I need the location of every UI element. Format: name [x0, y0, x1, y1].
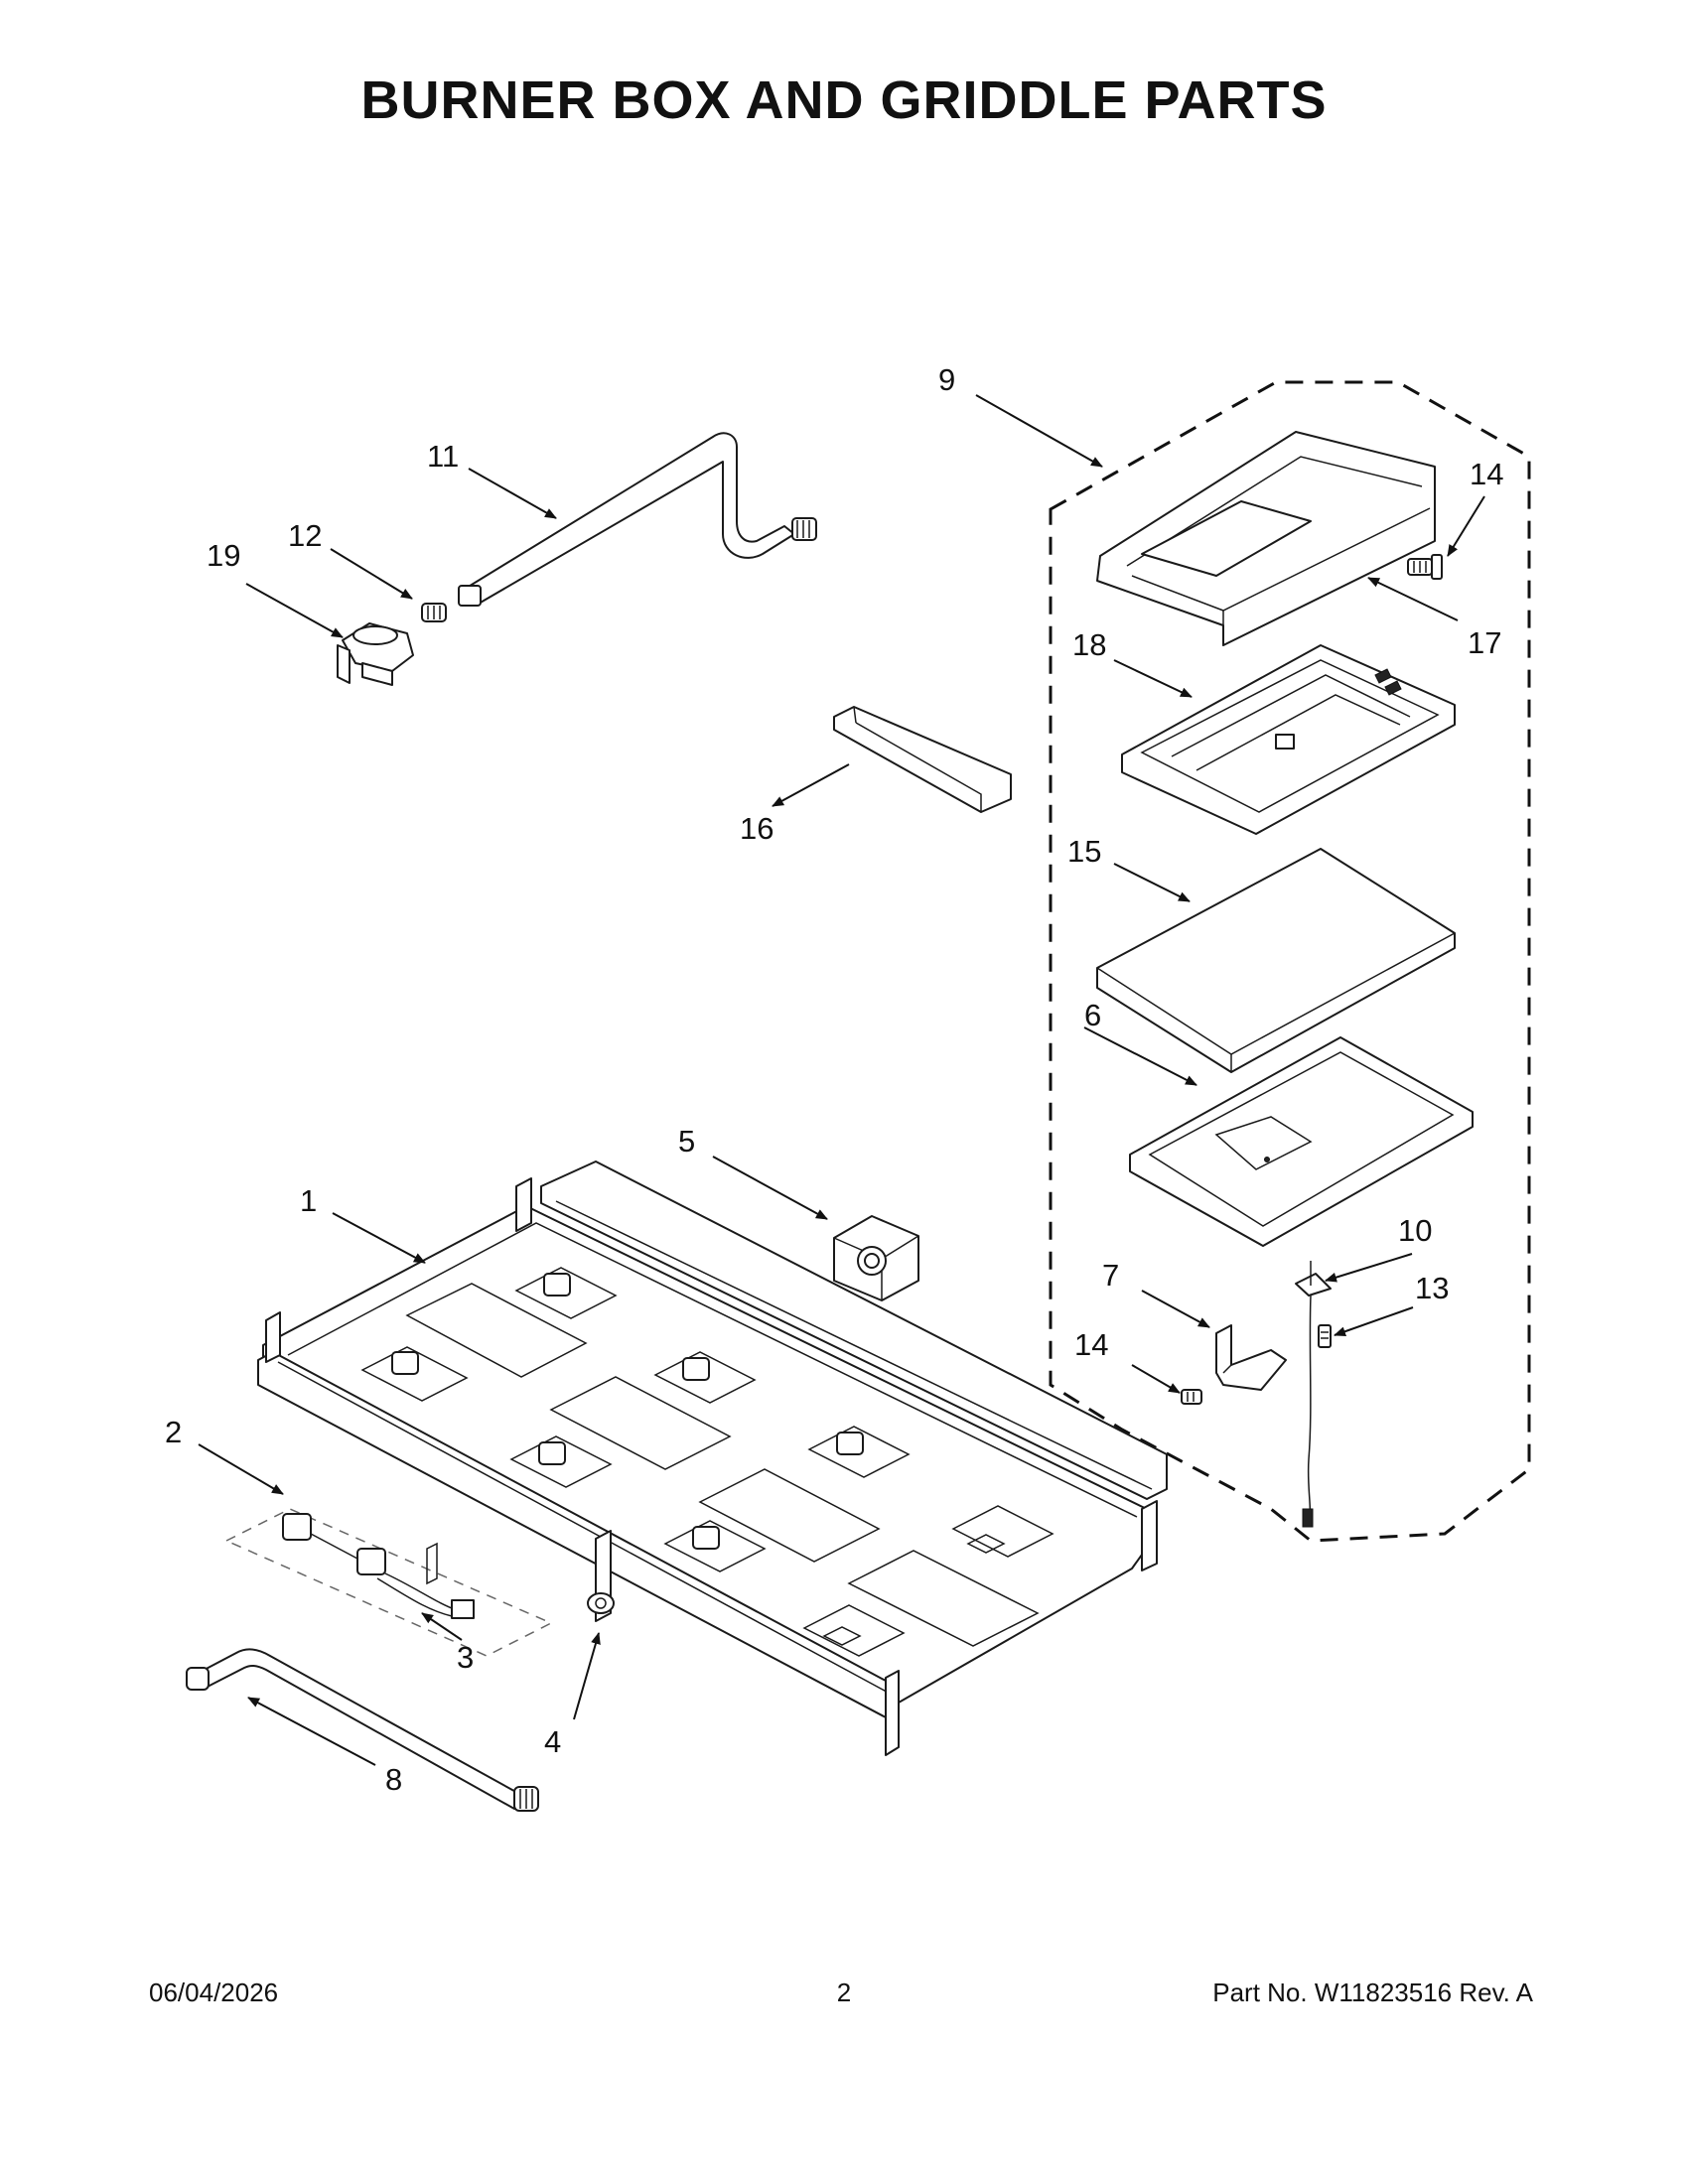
screw-part-14-lower — [1181, 1389, 1202, 1405]
callout-arrows — [198, 394, 1485, 1766]
wire-harness-part-3 — [426, 1542, 475, 1619]
callout-7: 7 — [1102, 1258, 1119, 1293]
thermostat-probe-part-10 — [1295, 1261, 1332, 1528]
fitting-part-12 — [421, 603, 447, 622]
callout-6: 6 — [1084, 998, 1101, 1032]
gas-supply-pipe-part-8 — [186, 1648, 539, 1812]
griddle-element-part-18 — [1121, 644, 1456, 835]
callout-12: 12 — [288, 518, 322, 553]
callout-13: 13 — [1415, 1271, 1449, 1305]
callout-9: 9 — [938, 362, 955, 397]
screw-part-13 — [1318, 1324, 1332, 1348]
footer-date: 06/04/2026 — [149, 1978, 279, 2007]
callout-11: 11 — [427, 439, 459, 474]
footer-page-number: 2 — [836, 1978, 852, 2007]
callout-labels: 9 14 17 18 15 6 10 13 7 14 11 12 19 16 5… — [165, 362, 1503, 1797]
ignition-module-part-5 — [833, 1215, 919, 1301]
callout-3: 3 — [457, 1640, 474, 1675]
callout-14-upper: 14 — [1470, 457, 1503, 491]
griddle-plate-part-17 — [1096, 431, 1436, 646]
bracket-part-7 — [1215, 1324, 1287, 1391]
callout-16: 16 — [740, 811, 774, 846]
pressure-regulator-part-19 — [337, 622, 414, 686]
griddle-assembly-boundary — [1049, 380, 1531, 1543]
callout-17: 17 — [1468, 625, 1501, 660]
callout-8: 8 — [385, 1762, 402, 1797]
callout-10: 10 — [1398, 1213, 1432, 1248]
burner-box-part-1 — [257, 1160, 1168, 1756]
valve-assembly-part-2 — [282, 1513, 458, 1617]
callout-4: 4 — [544, 1724, 561, 1759]
grease-trough-part-16 — [833, 706, 1012, 813]
insulation-panel-part-15 — [1096, 848, 1456, 1073]
callout-5: 5 — [678, 1124, 695, 1159]
valve-group-boundary-part-2 — [224, 1508, 553, 1657]
footer-part-number: Part No. W11823516 Rev. A — [1212, 1978, 1533, 2007]
griddle-pan-part-6 — [1129, 1036, 1474, 1247]
gas-inlet-bracket-part-4 — [587, 1530, 615, 1622]
callout-14-lower: 14 — [1074, 1327, 1108, 1362]
callout-1: 1 — [300, 1183, 317, 1218]
callout-18: 18 — [1072, 627, 1106, 662]
callout-15: 15 — [1067, 834, 1101, 869]
callout-2: 2 — [165, 1415, 182, 1449]
gas-manifold-pipe-part-11 — [458, 432, 817, 607]
page-title: BURNER BOX AND GRIDDLE PARTS — [360, 70, 1328, 130]
callout-19: 19 — [207, 538, 240, 573]
screw-part-14-upper — [1407, 554, 1443, 580]
